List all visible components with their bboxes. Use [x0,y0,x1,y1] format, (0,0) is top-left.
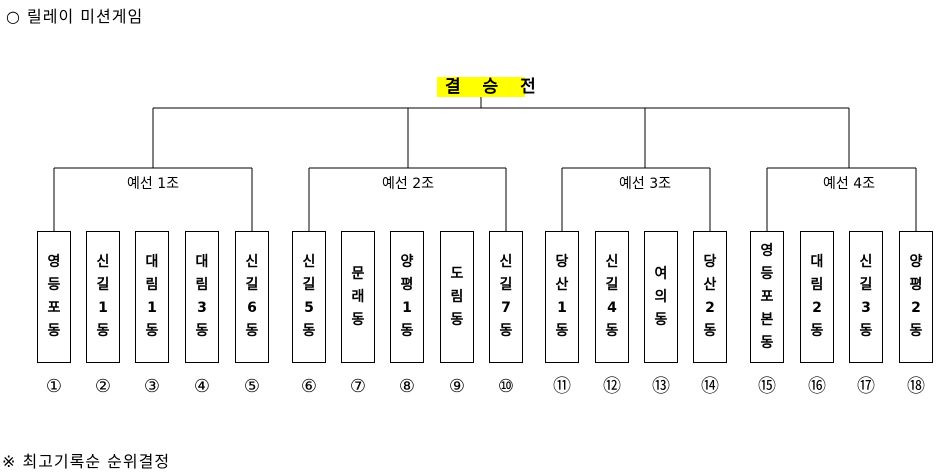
team-number: ⑮ [758,376,776,397]
team-number: ⑯ [808,376,826,397]
team-number: ⑫ [603,376,621,397]
team-number: ⑪ [553,376,571,397]
team-number: ⑥ [300,376,318,397]
page-heading: ○ 릴레이 미션게임 [6,7,144,26]
footnote: ※ 최고기록순 순위결정 [2,452,171,471]
team-number: ⑱ [907,376,925,397]
team-number: ④ [193,376,211,397]
team-number: ③ [143,376,161,397]
team-number: ⑭ [701,376,719,397]
group-label: 예선 2조 [363,175,453,193]
team-number: ⑤ [243,376,261,397]
team-number: ⑰ [857,376,875,397]
final-label: 결 승 전 [437,77,536,97]
team-number: ② [94,376,112,397]
team-number: ① [45,376,63,397]
team-number: ⑩ [497,376,515,397]
team-number: ⑨ [448,376,466,397]
team-number: ⑬ [652,376,670,397]
team-number: ⑧ [398,376,416,397]
group-label: 예선 1조 [108,175,198,193]
group-label: 예선 4조 [804,175,894,193]
team-number: ⑦ [349,376,367,397]
group-label: 예선 3조 [600,175,690,193]
